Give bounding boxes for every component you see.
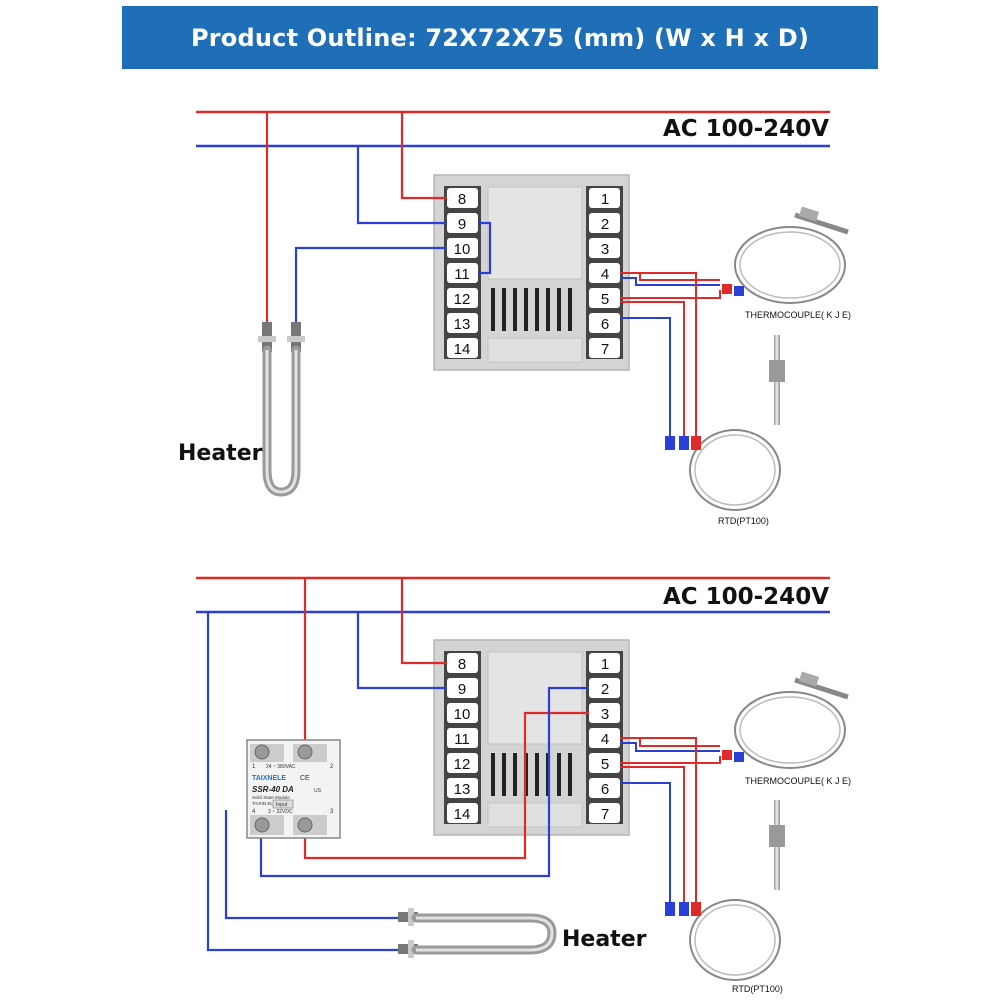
terminal-5: 5 [601,756,609,773]
heater-element-top [258,322,305,497]
wire-rtd-6 [620,782,671,903]
wire-tc-4 [620,737,720,747]
ssr-us-mark: US [314,788,322,794]
ssr-pin-2: 2 [330,764,334,770]
thermocouple-probe-bottom [722,671,849,769]
terminal-11: 11 [454,266,470,283]
rtd-label: RTD(PT100) [718,516,769,526]
terminal-10: 10 [454,241,471,258]
terminal-7: 7 [601,341,609,358]
wire-tc-5 [620,756,721,764]
terminal-6: 6 [601,316,609,333]
ssr-input-spec: 3 ~ 32VDC [268,809,293,815]
thermocouple-probe-top [722,206,849,304]
terminal-2: 2 [601,681,609,698]
wire-jumper-9-11 [478,221,492,275]
wire-live-to-8 [400,112,447,200]
title-banner: Product Outline: 72X72X75 (mm) (W x H x … [122,6,878,69]
wire-tc-4b [620,742,720,752]
ssr-pin-1: 1 [252,764,256,770]
terminal-4: 4 [601,731,609,748]
ssr-output-spec: 24 ~ 380VAC [266,764,296,770]
heater-label: Heater [562,927,647,952]
wire-rtd-4 [632,737,697,903]
rtd-probe-top [665,335,785,511]
terminal-3: 3 [601,706,609,723]
diagram-top: AC 100-240V 8 9 10 11 [178,110,851,526]
wire-tc-4 [620,272,720,281]
diagram-bottom: AC 100-240V 8 9 10 11 [196,576,851,994]
ssr-ce-mark: CE [300,775,310,782]
ssr-model: SSR-40 DA [252,785,294,794]
terminal-12: 12 [454,756,471,773]
terminal-10: 10 [454,706,471,723]
wire-neutral-to-heater [206,612,400,952]
terminal-5: 5 [601,291,609,308]
terminal-3: 3 [601,241,609,258]
rtd-label: RTD(PT100) [732,984,783,994]
wire-ssr-to-heater [224,810,400,920]
supply-label: AC 100-240V [663,584,829,610]
thermocouple-label: THERMOCOUPLE( K J E) [745,776,851,786]
terminal-7: 7 [601,806,609,823]
terminal-6: 6 [601,781,609,798]
wire-heater-to-10 [294,246,447,330]
wire-rtd-4 [632,272,697,438]
supply-label: AC 100-240V [663,116,829,142]
ssr-pin-4: 4 [252,809,256,815]
terminal-1: 1 [601,656,609,673]
ssr-maker: TAIXIN ELECTRIC [252,801,290,806]
wire-rtd-5 [620,766,685,903]
terminal-14: 14 [454,341,471,358]
terminal-11: 11 [454,731,470,748]
vent-slots [491,288,572,331]
terminals-right-top: 1 2 3 4 5 6 7 [586,186,623,359]
wire-ssr-minus-to-2 [259,686,589,878]
terminal-8: 8 [458,656,466,673]
terminal-2: 2 [601,216,609,233]
wire-neutral-to-9 [356,146,447,225]
heater-element-bottom [398,908,557,958]
thermocouple-label: THERMOCOUPLE( K J E) [745,310,851,320]
terminal-13: 13 [454,781,471,798]
wire-ssr-plus-to-3 [303,711,589,860]
terminal-4: 4 [601,266,609,283]
wire-rtd-5 [620,301,685,438]
ssr-input-label: Input [276,802,288,808]
terminals-right-bottom: 1 2 3 4 5 6 7 [586,651,623,824]
rtd-probe-bottom [665,800,785,981]
wire-neutral-to-9 [356,612,447,690]
ssr-brand: TAIXNELE [252,775,286,782]
terminal-14: 14 [454,806,471,823]
heater-label: Heater [178,441,263,466]
terminal-9: 9 [458,681,466,698]
terminal-1: 1 [601,191,609,208]
terminal-8: 8 [458,191,466,208]
wire-live-to-8 [400,578,447,665]
terminals-left-top: 8 9 10 11 12 13 14 [444,186,481,359]
banner-title: Product Outline: 72X72X75 (mm) (W x H x … [190,23,810,52]
wire-tc-5 [620,290,721,299]
ssr-pin-3: 3 [330,809,334,815]
ssr-module: 1 2 24 ~ 380VAC TAIXNELE CE SSR-40 DA US… [246,739,341,839]
ssr-subtitle: Solid State Module [252,795,290,800]
terminal-13: 13 [454,316,471,333]
terminal-12: 12 [454,291,471,308]
wire-tc-4b [620,277,720,286]
terminals-left-bottom: 8 9 10 11 12 13 14 [444,651,481,824]
wire-rtd-6 [620,317,671,438]
terminal-9: 9 [458,216,466,233]
